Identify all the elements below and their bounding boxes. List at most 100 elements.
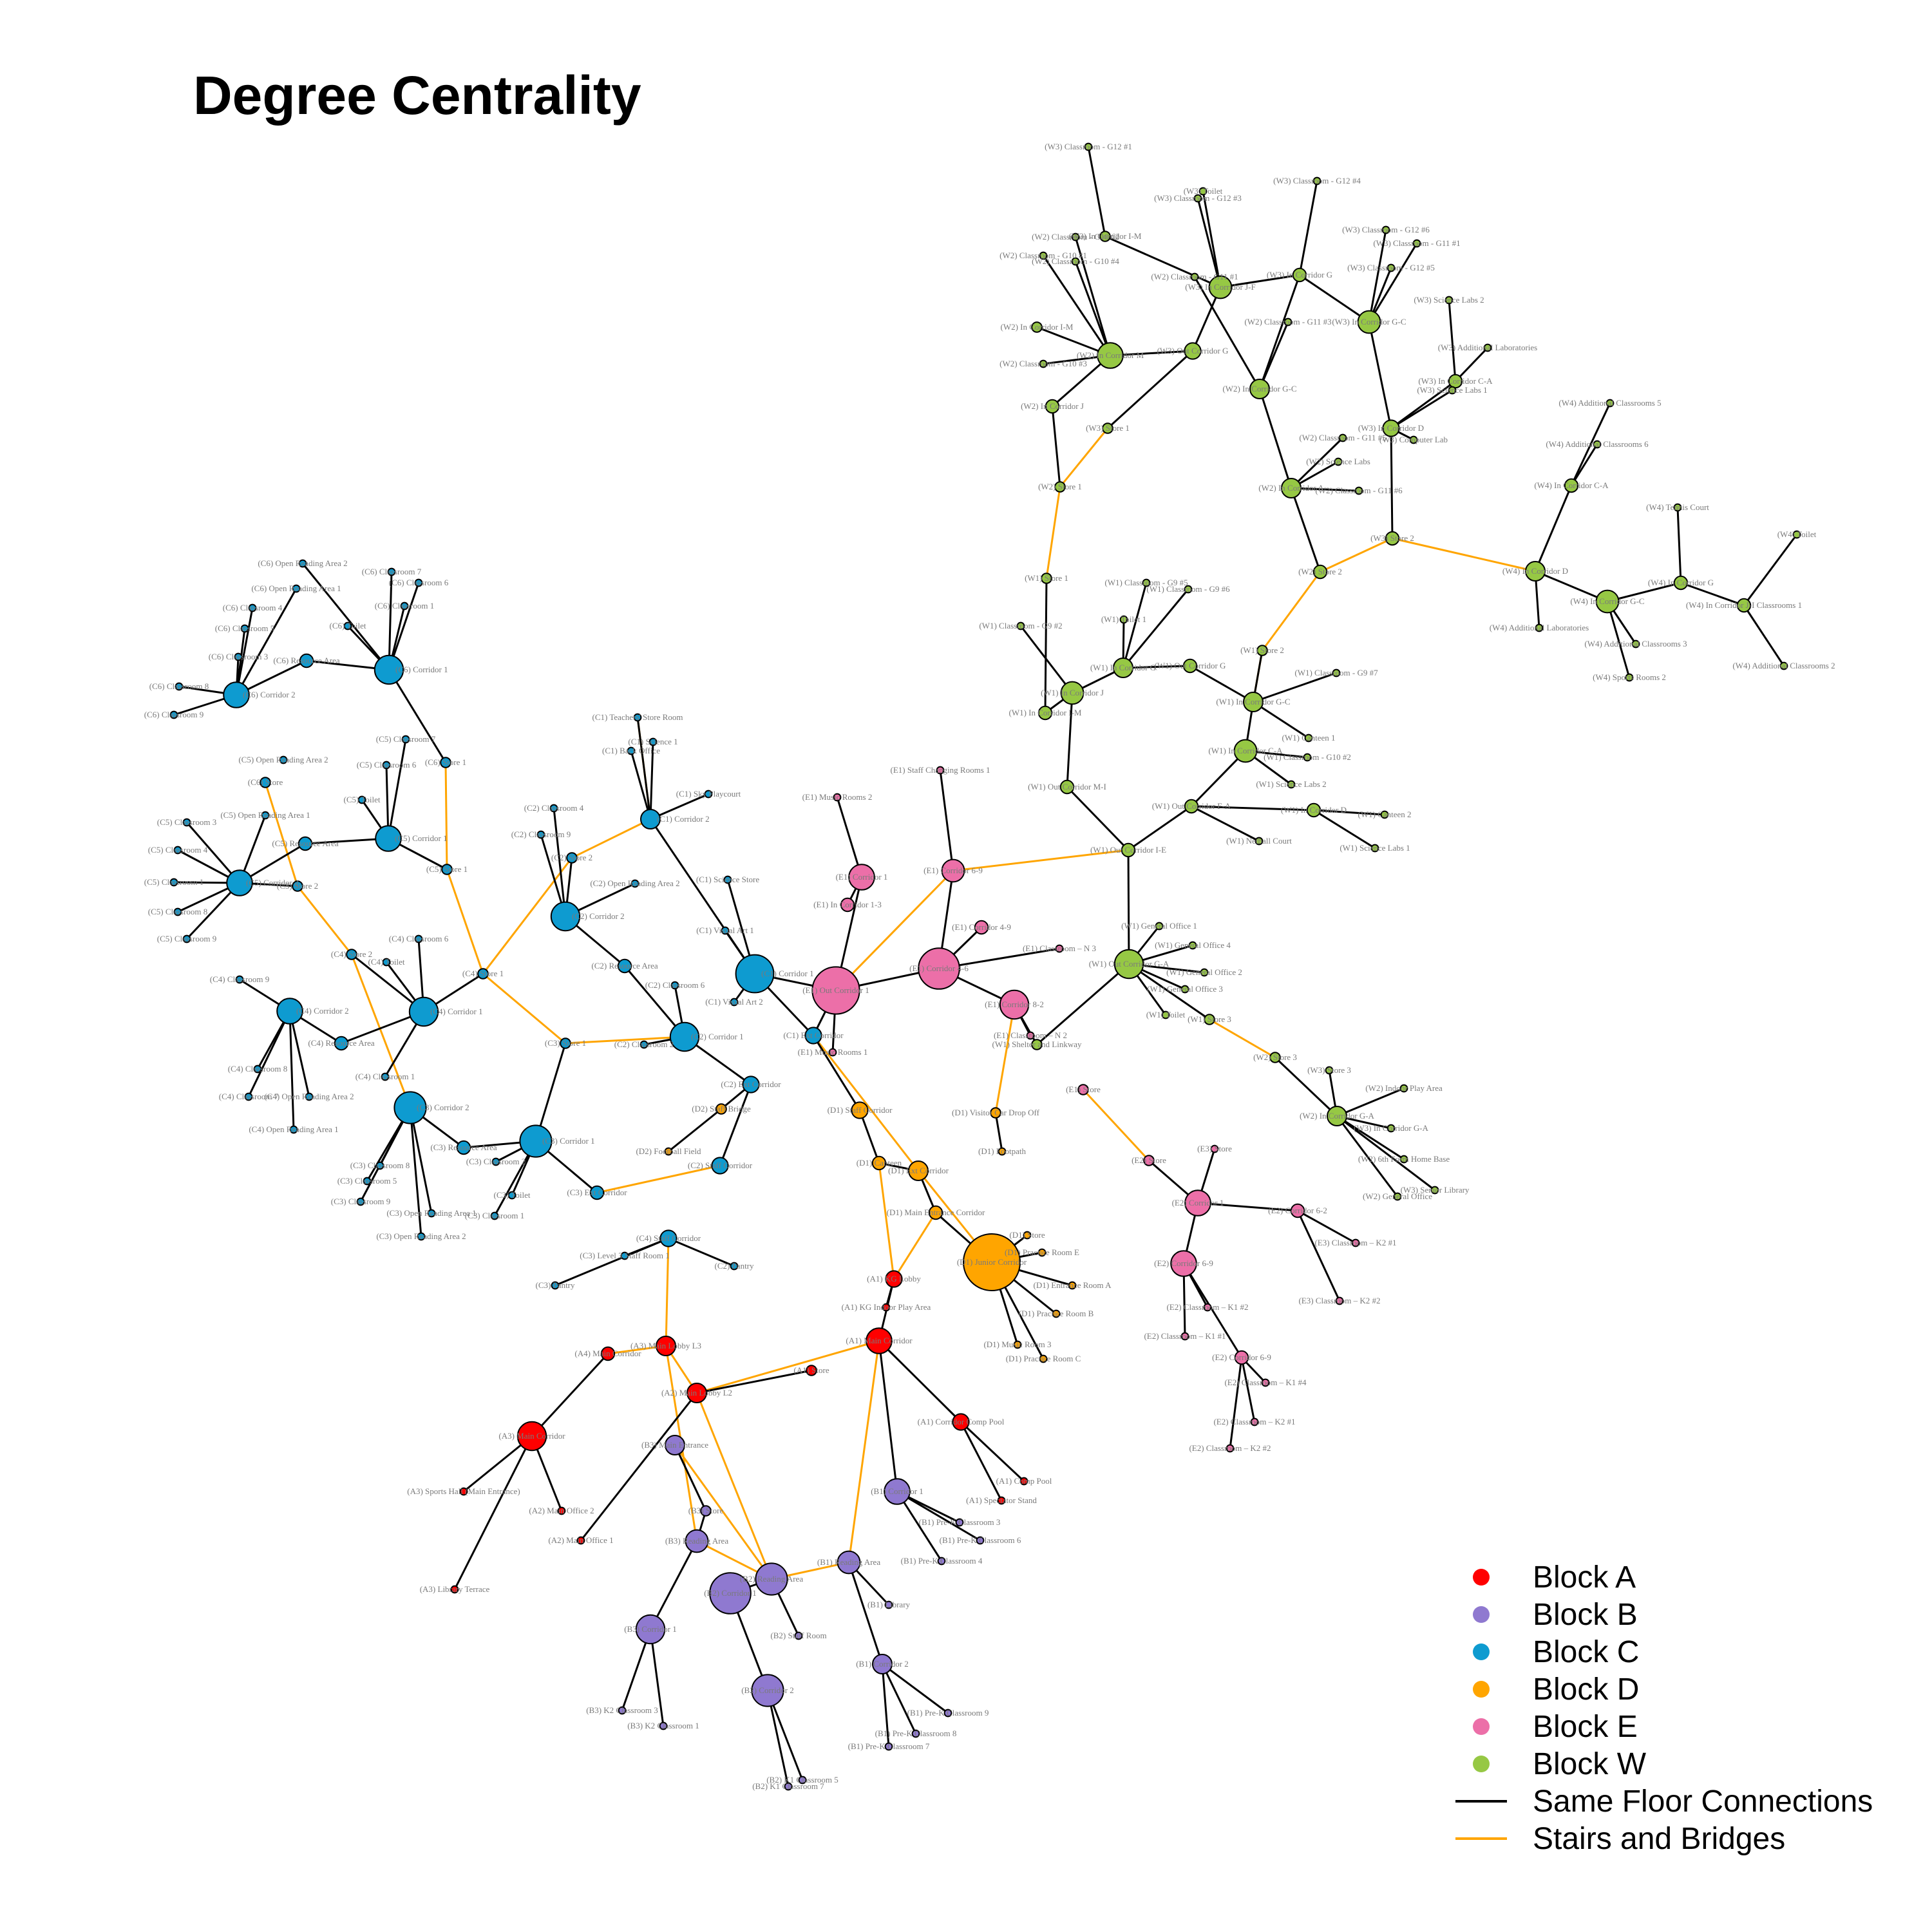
node-label: (E1) Staff Changing Rooms 1 — [890, 765, 990, 775]
floor-edge — [1197, 1202, 1298, 1212]
node-label: (B1) Corridor 2 — [856, 1659, 909, 1669]
node-d1-staff-corridor — [851, 1101, 869, 1119]
floor-edge — [1297, 1209, 1356, 1244]
floor-edge — [1104, 235, 1221, 289]
stairs-edge — [1045, 486, 1061, 579]
node-w1-in-corridor-j — [1060, 681, 1084, 705]
node-b3-main-entrance — [665, 1435, 685, 1455]
floor-edge — [1110, 350, 1193, 357]
floor-edge — [387, 739, 407, 839]
legend-marker — [1473, 1681, 1490, 1698]
node-label: (W1) General Office 1 — [1121, 921, 1197, 931]
node-c6-store-1 — [440, 757, 451, 768]
node-c5-toilet — [357, 795, 366, 804]
floor-edge — [960, 1421, 1003, 1501]
node-label: (W2) Classroom - G11 #3 — [1244, 317, 1331, 327]
node-b2-k1-classroom-7 — [784, 1782, 793, 1791]
node-c3-classroom-9 — [356, 1197, 365, 1206]
node-label: (D1) Store — [1009, 1230, 1045, 1240]
floor-edge — [1051, 406, 1061, 488]
node-c5-resource-area — [298, 836, 313, 851]
stairs-edge — [1082, 1088, 1150, 1162]
legend-label: Same Floor Connections — [1533, 1784, 1873, 1819]
floor-edge — [1743, 605, 1785, 667]
node-label: (C5) Classroom 9 — [157, 934, 216, 943]
node-w1-canteen-2 — [1380, 810, 1389, 819]
floor-edge — [994, 1112, 1003, 1152]
node-w1-out-corridor-g-a — [1113, 949, 1144, 980]
node-label: (W3) Classroom - G12 #1 — [1045, 142, 1132, 151]
floor-edge — [960, 1421, 1025, 1482]
node-c3-store-1 — [560, 1037, 571, 1049]
node-w1-general-office-3 — [1180, 985, 1189, 994]
node-c4-classroom-8 — [253, 1065, 262, 1074]
floor-edge — [388, 582, 420, 670]
node-label: (W2) In Corridor A — [1258, 483, 1324, 493]
node-c3-classroom-5 — [363, 1177, 372, 1186]
node-label: (C6) Classroom 3 — [209, 652, 268, 661]
node-c6-classroom-9 — [169, 710, 178, 719]
node-c3-corridor-2 — [393, 1091, 427, 1124]
node-b2-corridor-1 — [709, 1572, 752, 1615]
node-label: (E1) Corridor 8-2 — [985, 999, 1044, 1009]
floor-edge — [623, 965, 686, 1037]
node-e1-corridor-4-9 — [974, 920, 989, 935]
node-label: (C3) Classroom 2 — [466, 1157, 526, 1166]
node-a3-library-terrace — [450, 1585, 459, 1594]
node-label: (W2) Classroom - G11 #5 — [1299, 433, 1386, 442]
floor-edge — [1336, 1115, 1405, 1160]
node-c3-pantry — [551, 1281, 560, 1290]
node-b3-corridor-1 — [635, 1614, 666, 1645]
node-label: (D2) Staff Bridge — [692, 1104, 751, 1113]
node-w2-indoor-play-area — [1399, 1084, 1408, 1093]
node-label: (B1) Pre-K Classroom 7 — [848, 1741, 930, 1751]
legend-item-block-e: Block E — [1455, 1708, 1873, 1745]
node-label: (C6) Classroom 8 — [149, 681, 209, 691]
legend-marker — [1473, 1718, 1490, 1735]
node-label: (D1) Ext Corridor — [888, 1166, 949, 1175]
floor-edge — [1128, 963, 1210, 1021]
node-c3-ext-corridor — [589, 1185, 605, 1200]
node-d1-store — [1023, 1231, 1032, 1240]
node-label: (C5) Classroom 8 — [148, 907, 207, 916]
floor-edge — [1368, 229, 1387, 323]
legend-marker — [1473, 1606, 1490, 1623]
node-c4-staff-corridor — [659, 1229, 677, 1247]
node-c3-resource-area — [456, 1140, 471, 1155]
node-b2-staff-room — [794, 1631, 803, 1640]
node-label: (E3) Classroom – K2 #2 — [1298, 1296, 1380, 1305]
legend-label: Block A — [1533, 1560, 1636, 1595]
node-c5-classroom-7 — [401, 735, 410, 744]
node-c1-science-store — [723, 875, 732, 884]
node-label: (C4) Store 1 — [462, 969, 504, 978]
node-a1-main-corridor — [866, 1327, 893, 1354]
node-label: (B2) Corridor 1 — [704, 1588, 757, 1598]
floor-edge — [1074, 236, 1112, 356]
node-w2-in-corridor-m — [1097, 342, 1124, 369]
floor-edge — [409, 1107, 422, 1237]
floor-edge — [1258, 388, 1293, 489]
node-c3-classroom-2 — [491, 1157, 500, 1166]
node-w4-sports-rooms-2 — [1625, 673, 1634, 682]
node-label: (W1) In Corridor G — [1090, 663, 1156, 672]
node-label: (A3) Main Lobby L3 — [630, 1341, 701, 1350]
node-d1-main-entrance-corridor — [928, 1205, 943, 1220]
node-b2-reading-area — [755, 1562, 788, 1596]
node-label: (C5) Classroom 7 — [376, 734, 436, 744]
node-label: (D1) Staff Corridor — [828, 1105, 893, 1115]
node-c4-open-reading-area-2 — [305, 1092, 314, 1101]
node-c2-store-2 — [566, 852, 578, 864]
node-label: (A3) Sports Hall (Main Entrance) — [407, 1486, 520, 1496]
node-c1-corridor-2 — [640, 809, 661, 829]
node-label: (W3) In Corridor G-A — [1354, 1123, 1428, 1133]
node-c4-store-1 — [477, 968, 489, 980]
node-b3-k2-classroom-1 — [659, 1721, 668, 1730]
node-a1-kg-lobby — [885, 1270, 903, 1288]
floor-edge — [1390, 380, 1456, 430]
stairs-edge — [812, 1035, 920, 1171]
node-w3-toilet — [1198, 187, 1208, 196]
node-b1-pre-k-classroom-3 — [955, 1518, 964, 1527]
node-label: (C1) Science Store — [696, 875, 759, 884]
legend-marker — [1473, 1569, 1490, 1586]
node-c5-open-reading-area-1 — [261, 811, 270, 820]
